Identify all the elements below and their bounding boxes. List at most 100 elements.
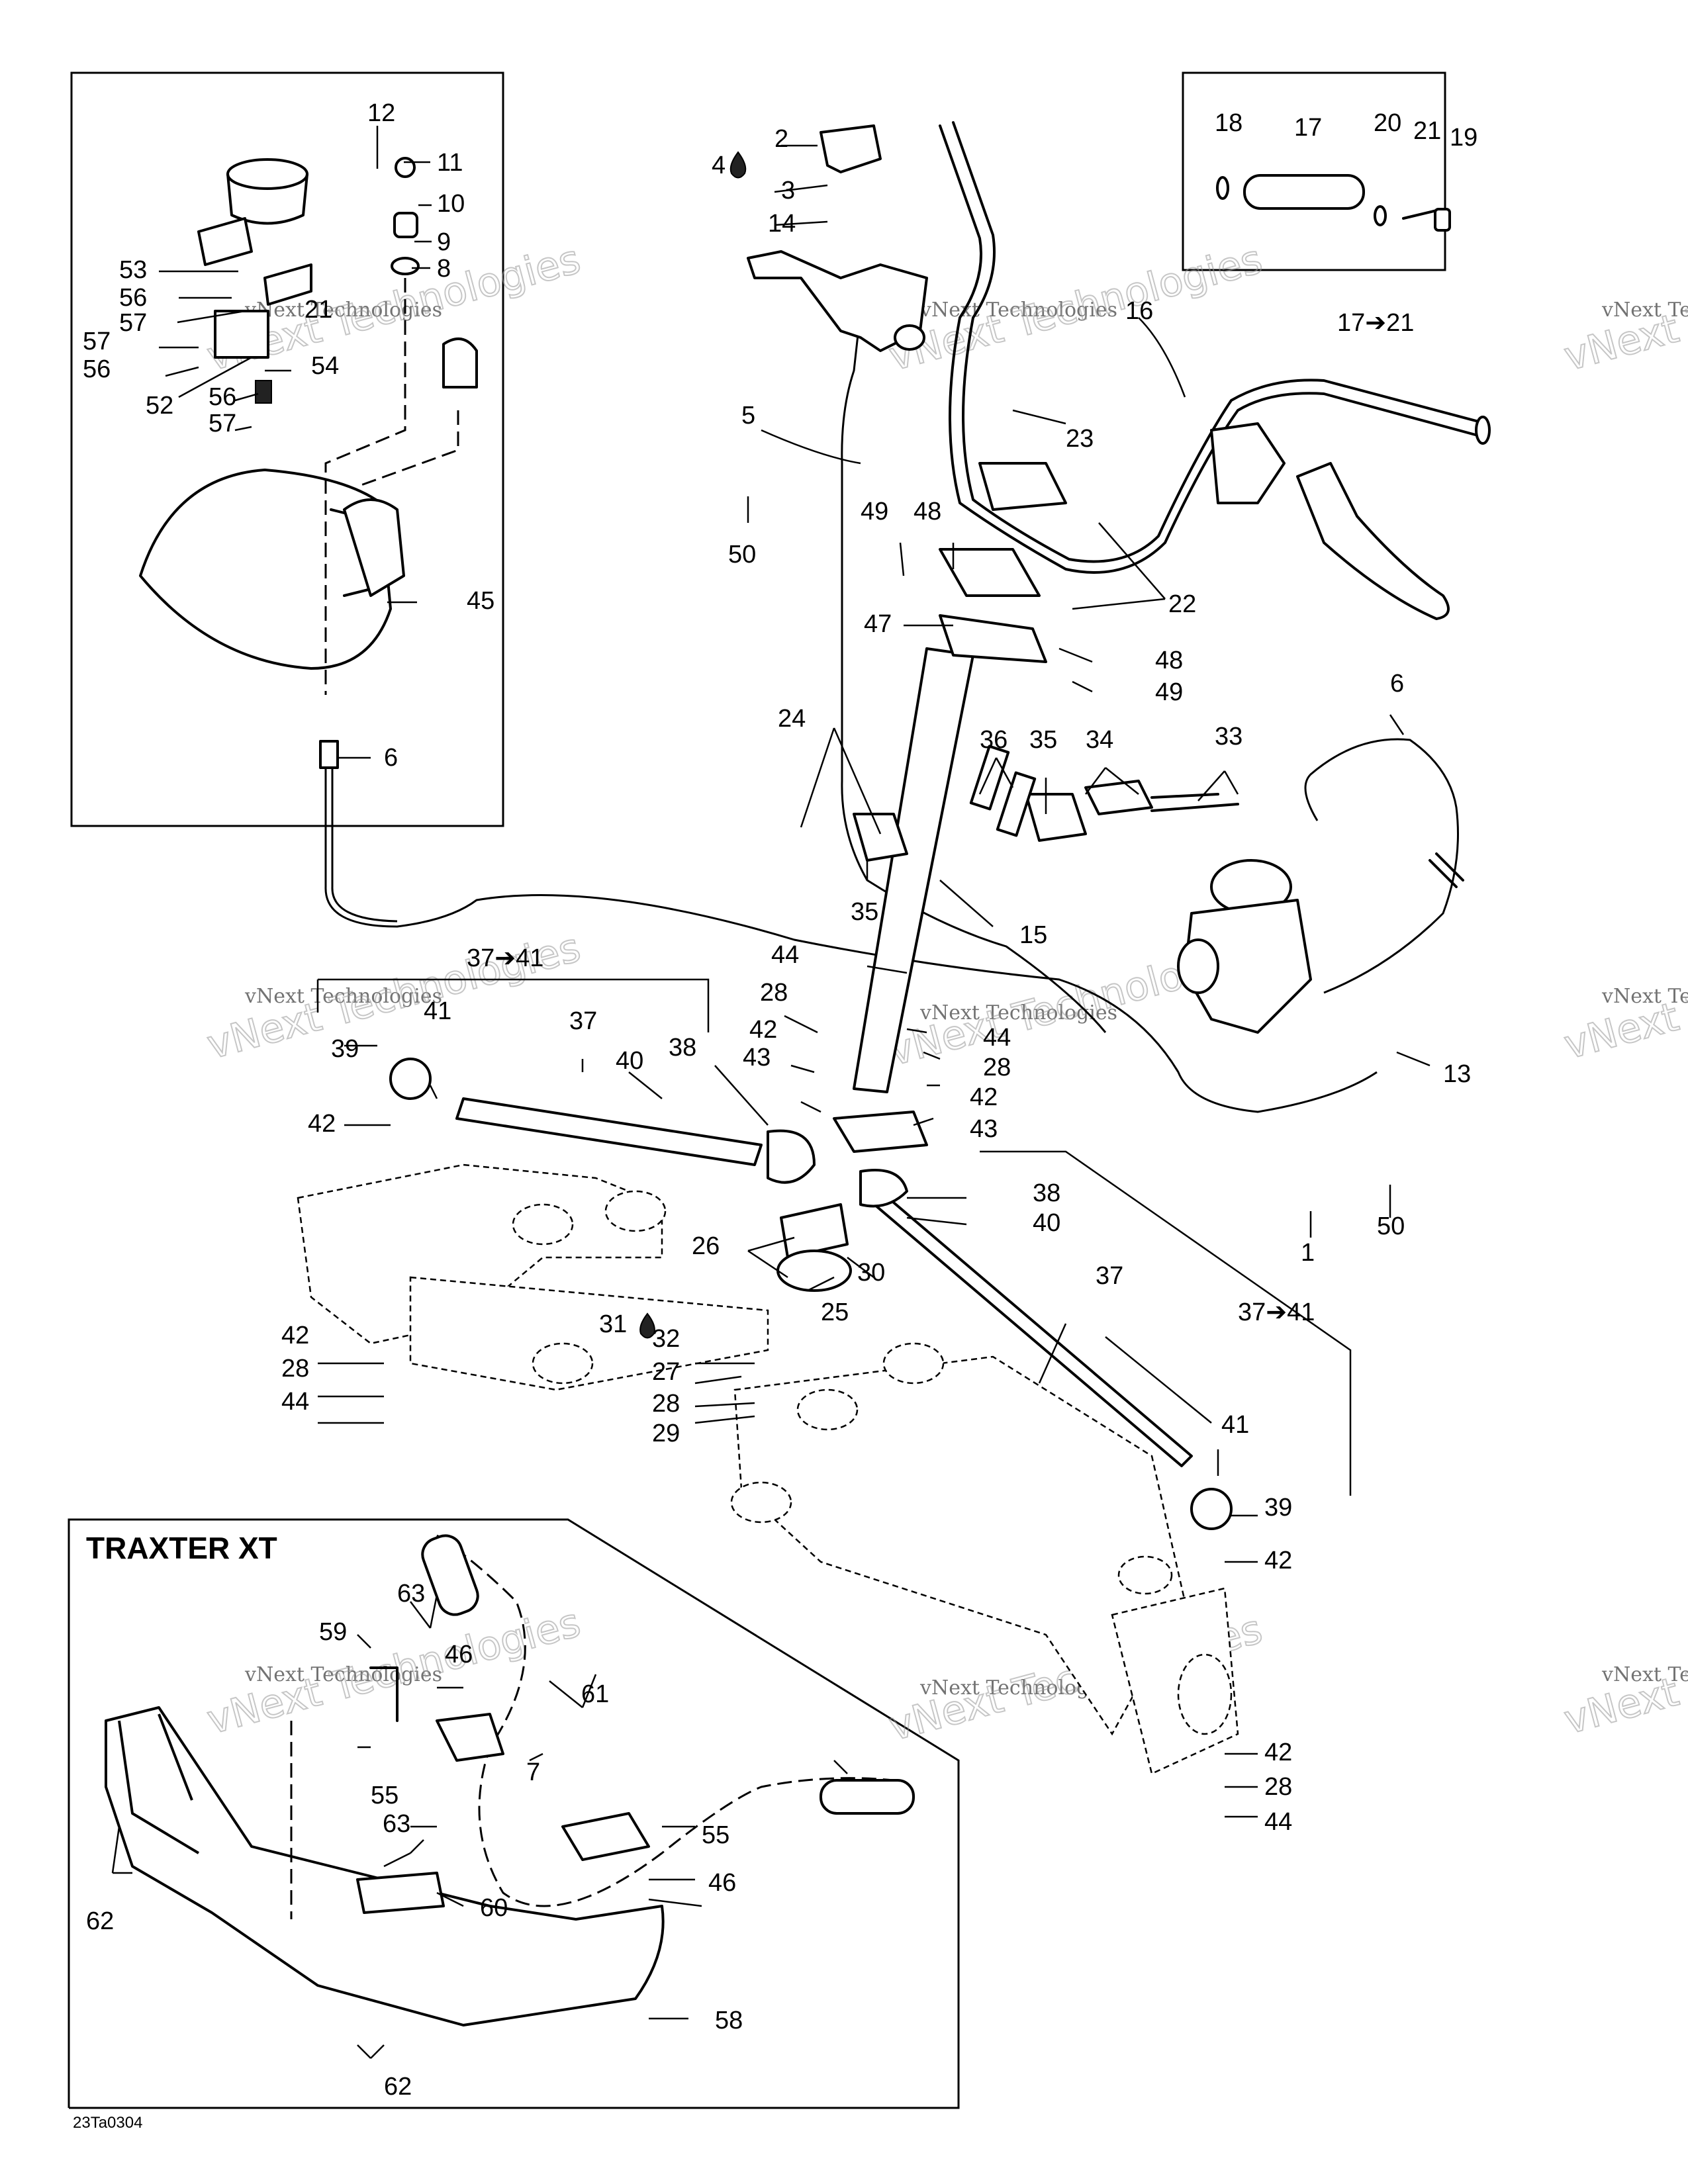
label-45: 45 [467, 587, 494, 615]
label-52: 52 [146, 392, 173, 420]
label-23: 23 [1066, 425, 1094, 453]
label-46b: 46 [708, 1869, 736, 1897]
label-20: 20 [1374, 109, 1401, 137]
carburetor [1177, 852, 1464, 1034]
label-40b: 40 [1033, 1209, 1060, 1237]
support-block-left [853, 813, 908, 862]
tie-rod-end-left [767, 1129, 816, 1184]
ball-joint-left [389, 1058, 432, 1100]
label-57a: 57 [119, 309, 147, 337]
label-10: 10 [437, 190, 465, 218]
label-57c: 57 [209, 410, 236, 437]
label-37-41b: 37➔41 [1238, 1298, 1315, 1326]
label-44c: 44 [281, 1388, 309, 1416]
bushing [969, 745, 1010, 811]
label-26: 26 [692, 1232, 720, 1260]
label-6b: 6 [1390, 670, 1404, 698]
label-33: 33 [1215, 723, 1243, 751]
label-25: 25 [821, 1298, 849, 1326]
label-27: 27 [652, 1358, 680, 1386]
svg-text:vNext Technologies: vNext Technologies [244, 985, 442, 1008]
lower-handlebar-clamp [939, 548, 1041, 597]
tie-rod-left [455, 1097, 763, 1166]
label-43b: 43 [970, 1115, 998, 1143]
label-44d: 44 [1264, 1808, 1292, 1836]
label-48a: 48 [914, 498, 941, 525]
label-3: 3 [781, 177, 795, 205]
label-17-21a: 17➔21 [1337, 309, 1414, 337]
support-block-right [1025, 793, 1087, 842]
label-30: 30 [857, 1259, 885, 1287]
label-44a: 44 [771, 941, 799, 969]
label-28e: 28 [1264, 1773, 1292, 1801]
label-55b: 55 [702, 1821, 729, 1849]
svg-text:vNext Technologies: vNext Technologies [1601, 298, 1688, 322]
label-59: 59 [319, 1618, 347, 1646]
label-29: 29 [652, 1420, 680, 1447]
label-37a: 37 [569, 1007, 597, 1035]
throttle-housing-inset-frame [70, 71, 504, 827]
label-5: 5 [741, 402, 755, 430]
label-4: 4 [712, 152, 726, 179]
throttle-housing-assembly [139, 157, 478, 769]
label-32: 32 [652, 1325, 680, 1353]
tie-rod-end-right [859, 1169, 908, 1208]
label-43a: 43 [743, 1044, 771, 1071]
label-21a: 21 [1413, 117, 1441, 145]
brake-lever [1296, 462, 1450, 620]
label-8: 8 [437, 255, 451, 283]
label-31: 31 [599, 1310, 627, 1338]
label-39a: 39 [331, 1035, 359, 1063]
label-41b: 41 [1221, 1411, 1249, 1439]
label-42d: 42 [281, 1322, 309, 1349]
handlebar [939, 124, 1484, 574]
bearing-plate [780, 1203, 849, 1259]
label-56b: 56 [83, 355, 111, 383]
leader-lines [111, 126, 1430, 2059]
svg-text:vNext Technologies: vNext Technologies [919, 1001, 1117, 1024]
label-47: 47 [864, 610, 892, 638]
label-34: 34 [1086, 726, 1113, 754]
label-42b: 42 [749, 1016, 777, 1044]
label-60: 60 [480, 1894, 508, 1922]
column-bottom-plate [833, 1111, 928, 1153]
svg-text:vNext Technologies: vNext Technologies [919, 298, 1117, 322]
label-28d: 28 [281, 1355, 309, 1383]
column-bracket [939, 614, 1047, 663]
part-number-labels: 12 11 10 9 8 53 56 57 21 57 56 54 52 56 … [73, 99, 1477, 2132]
label-1: 1 [1301, 1239, 1315, 1267]
traxter-xt-title: TRAXTER XT [86, 1531, 277, 1565]
label-56a: 56 [119, 284, 147, 312]
label-41a: 41 [424, 997, 451, 1025]
label-58: 58 [715, 2007, 743, 2034]
label-53: 53 [119, 256, 147, 284]
traxter-xt-inset-frame [68, 1518, 960, 2109]
label-44b: 44 [983, 1024, 1011, 1052]
label-2: 2 [774, 125, 788, 153]
oil-drop-icon [639, 151, 747, 1339]
label-17: 17 [1294, 114, 1322, 142]
label-42c: 42 [970, 1083, 998, 1111]
label-54: 54 [311, 352, 339, 380]
label-16: 16 [1125, 297, 1153, 325]
label-24: 24 [778, 705, 806, 733]
label-42a: 42 [308, 1110, 336, 1138]
label-22: 22 [1168, 590, 1196, 618]
label-37b: 37 [1096, 1262, 1123, 1290]
label-46a: 46 [445, 1641, 473, 1668]
label-7: 7 [526, 1758, 540, 1786]
label-50a: 50 [728, 541, 756, 569]
label-42f: 42 [1264, 1739, 1292, 1766]
label-18: 18 [1215, 109, 1243, 137]
label-28a: 28 [760, 979, 788, 1007]
label-15: 15 [1019, 921, 1047, 949]
ball-joint-right [1190, 1488, 1233, 1530]
label-63b: 63 [383, 1810, 410, 1838]
svg-text:vNext Technologies: vNext Technologies [244, 1663, 442, 1686]
label-13: 13 [1443, 1060, 1471, 1088]
label-62a: 62 [86, 1907, 114, 1935]
label-49a: 49 [861, 498, 888, 525]
label-37-41a: 37➔41 [467, 944, 543, 972]
